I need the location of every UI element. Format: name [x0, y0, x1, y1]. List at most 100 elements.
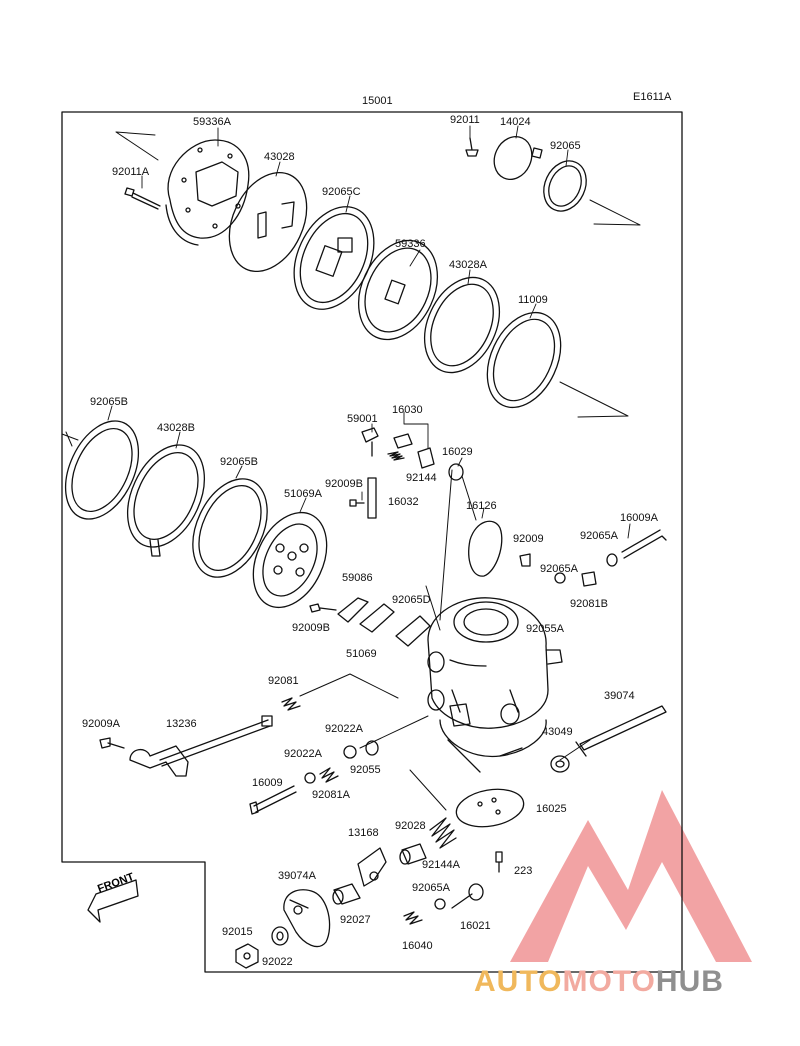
part-label: 43049: [542, 726, 573, 738]
watermark-hub: HUB: [655, 965, 724, 998]
part-label: 92009A: [82, 718, 120, 730]
diagram-code: E1611A: [633, 91, 672, 103]
screw-223: [495, 851, 503, 873]
spring-92144A: [429, 817, 457, 849]
diaphragm-43028A: [423, 276, 501, 374]
part-label: 92009B: [292, 622, 330, 634]
part-label: 92065C: [322, 186, 361, 198]
part-label: 92022A: [325, 723, 363, 735]
frame-border: [61, 111, 683, 973]
part-label: 11009: [518, 294, 548, 306]
leader-lines: [299, 469, 591, 811]
part-label: 92144A: [422, 859, 460, 871]
plate-16025: [455, 788, 525, 828]
part-label: 51069A: [284, 488, 322, 500]
shaft-39074: [575, 705, 667, 757]
nut-92081B: [581, 571, 597, 587]
screw-16009: [249, 785, 297, 815]
plate-16126: [468, 520, 503, 577]
part-label: 59336A: [193, 116, 231, 128]
part-label: 39074A: [278, 870, 316, 882]
lever-13168: [357, 847, 387, 887]
watermark-auto: AUTO: [474, 965, 563, 998]
part-label: 51069: [346, 648, 377, 660]
part-label: 59336: [395, 238, 426, 250]
part-label: 223: [514, 865, 533, 877]
part-label: 59086: [342, 572, 373, 584]
part-label: 92009B: [325, 478, 363, 490]
washer-92065A-bottom: [434, 898, 446, 910]
assembly-number: 15001: [362, 95, 393, 107]
screw-92009: [519, 553, 531, 567]
part-label: 13168: [348, 827, 379, 839]
part-label: 16009A: [620, 512, 658, 524]
guide-lines: [61, 131, 641, 447]
part-label: 59001: [347, 413, 378, 425]
gasket-92065B-right: [192, 478, 268, 578]
plate-59086: [309, 597, 369, 623]
part-label: 92065B: [90, 396, 128, 408]
spring-92081A: [319, 767, 339, 783]
part-label: 92055: [350, 764, 381, 776]
part-label: 92065D: [392, 594, 431, 606]
gasket-92065B-left: [64, 420, 140, 520]
part-label: 92065A: [580, 530, 618, 542]
part-label: 92011: [450, 114, 480, 126]
washer-43049: [550, 755, 570, 773]
part-label: 16025: [536, 803, 567, 815]
gasket-11009: [486, 311, 562, 409]
washer-92065A-right: [554, 572, 566, 584]
valve-16030: [393, 433, 435, 469]
gasket-92065D: [395, 615, 431, 647]
gasket-43028: [228, 171, 308, 273]
watermark-text: AUTOMOTOHUB: [474, 966, 724, 998]
part-label: 92065A: [540, 563, 578, 575]
nut-92015: [235, 943, 259, 969]
part-label: 92028: [395, 820, 426, 832]
part-label: 92009: [513, 533, 544, 545]
washer-92022A-lower: [343, 745, 357, 759]
bracket-59001: [361, 427, 379, 457]
part-label: 16029: [442, 446, 473, 458]
part-label: 92081: [268, 675, 299, 687]
part-label: 16030: [392, 404, 423, 416]
part-label: 92144: [406, 472, 437, 484]
diaphragm-51069A: [252, 511, 328, 609]
spring-92144: [387, 451, 405, 461]
part-label: 92081A: [312, 789, 350, 801]
roller-92027: [332, 883, 361, 905]
part-label: 16009: [252, 777, 283, 789]
screw-92009A: [99, 737, 125, 749]
part-label: 39074: [604, 690, 635, 702]
part-label: 16032: [388, 496, 419, 508]
part-label: 43028B: [157, 422, 195, 434]
ring-92055: [365, 740, 379, 756]
screw-92011A: [124, 187, 161, 210]
part-label: 92081B: [570, 598, 608, 610]
ring-92065: [543, 160, 587, 212]
needle-16032: [367, 477, 377, 519]
screw-92011: [465, 137, 479, 157]
part-label: 14024: [500, 116, 531, 128]
part-label: 92022A: [284, 748, 322, 760]
part-label: 16126: [466, 500, 497, 512]
cylinder-92028: [399, 843, 427, 865]
screw-92009B-top: [349, 499, 365, 507]
lever-13236: [129, 715, 273, 777]
part-label: 43028A: [449, 259, 487, 271]
part-label: 92022: [262, 956, 293, 968]
cap-14024: [493, 136, 543, 180]
gasket-92065C: [293, 206, 375, 310]
spring-16040: [403, 911, 423, 925]
part-label: 92011A: [112, 166, 150, 178]
shaft-16009A: [606, 529, 667, 567]
part-label: 43028: [264, 151, 295, 163]
part-label: 92027: [340, 914, 371, 926]
part-label: 16040: [402, 940, 433, 952]
part-label: 92065: [550, 140, 581, 152]
gasket-51069: [359, 603, 395, 633]
part-label: 16021: [460, 920, 491, 932]
plate-59336: [358, 239, 438, 341]
